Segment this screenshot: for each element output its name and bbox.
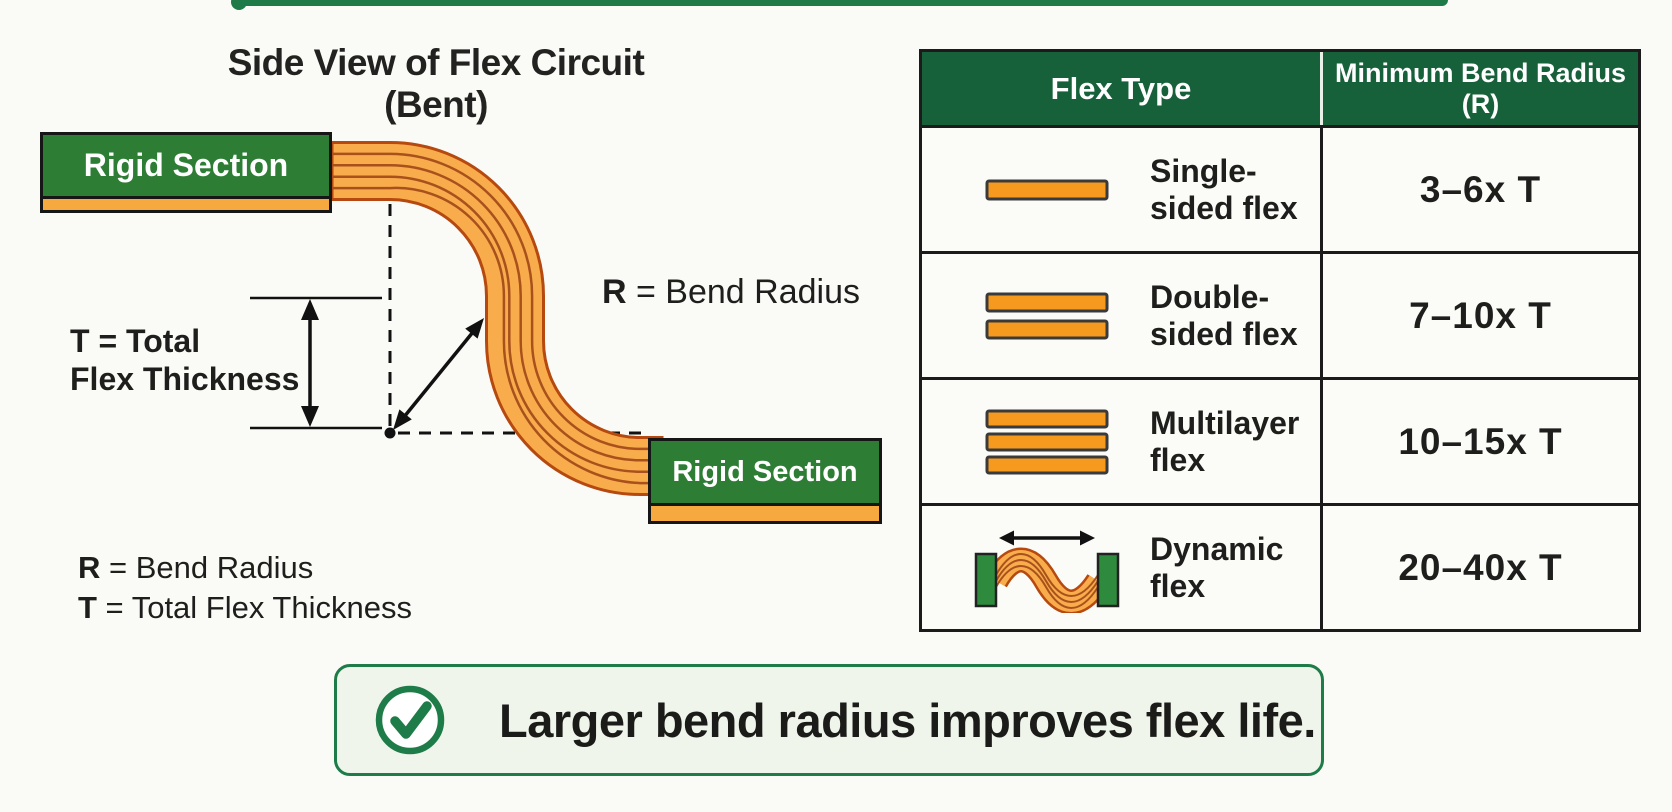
flex-type-label: Double-sided flex	[1150, 278, 1298, 352]
table-row-single-sided: Single-sided flex	[922, 125, 1320, 251]
bend-center-dot	[384, 427, 396, 439]
bend-radius-arrow	[384, 318, 484, 439]
radius-value-dynamic: 20–40x T	[1320, 503, 1638, 629]
legend-t-symbol: T	[78, 590, 97, 625]
takeaway-text: Larger bend radius improves flex life.	[499, 693, 1316, 747]
table-header-flex-type: Flex Type	[922, 52, 1320, 125]
flex-type-label: Dynamic flex	[1150, 530, 1284, 604]
rigid-section-left-label: Rigid Section	[43, 135, 329, 199]
takeaway-callout: Larger bend radius improves flex life.	[334, 664, 1324, 776]
table-row-double-sided: Double-sided flex	[922, 251, 1320, 377]
bend-radius-text: = Bend Radius	[626, 273, 860, 311]
flex-type-label: Single-sided flex	[1150, 152, 1298, 226]
bend-radius-label: R = Bend Radius	[602, 273, 860, 312]
bend-radius-symbol: R	[602, 273, 627, 311]
bend-radius-table: Flex Type Minimum Bend Radius (R) Single…	[919, 49, 1641, 632]
thickness-dimension-arrow	[250, 296, 382, 430]
table-header-min-bend-radius: Minimum Bend Radius (R)	[1320, 52, 1638, 125]
legend-t-text: = Total Flex Thickness	[96, 590, 412, 625]
single-sided-flex-icon	[972, 178, 1122, 202]
double-sided-flex-icon	[972, 291, 1122, 341]
legend-r-text: = Bend Radius	[100, 550, 314, 585]
legend-line-r: R = Bend Radius	[78, 548, 412, 588]
table-row-dynamic: Dynamic flex	[922, 503, 1320, 629]
radius-value-multilayer: 10–15x T	[1320, 377, 1638, 503]
radius-value-single-sided: 3–6x T	[1320, 125, 1638, 251]
flex-ribbon	[330, 141, 664, 496]
legend-r-symbol: R	[78, 550, 101, 585]
flex-type-label: Multilayer flex	[1150, 404, 1300, 478]
diagram-legend: R = Bend Radius T = Total Flex Thickness	[78, 548, 412, 628]
table-row-multilayer: Multilayer flex	[922, 377, 1320, 503]
dynamic-flex-icon	[972, 523, 1122, 613]
diagram-title: Side View of Flex Circuit (Bent)	[227, 42, 645, 125]
rigid-section-right: Rigid Section	[648, 438, 882, 524]
radius-value-double-sided: 7–10x T	[1320, 251, 1638, 377]
bend-construction-lines	[388, 204, 648, 435]
thickness-label-line1: T = Total	[70, 323, 201, 359]
thickness-label: T = Total Flex Thickness	[70, 322, 299, 398]
thickness-label-line2: Flex Thickness	[70, 361, 300, 397]
rigid-section-right-substrate	[651, 506, 879, 521]
rigid-section-right-label: Rigid Section	[651, 441, 879, 506]
rigid-section-left: Rigid Section	[40, 132, 332, 213]
rigid-section-left-substrate	[43, 199, 329, 210]
multilayer-flex-icon	[972, 408, 1122, 476]
check-icon	[371, 681, 449, 759]
top-accent-bar	[231, 0, 1448, 10]
legend-line-t: T = Total Flex Thickness	[78, 588, 412, 628]
